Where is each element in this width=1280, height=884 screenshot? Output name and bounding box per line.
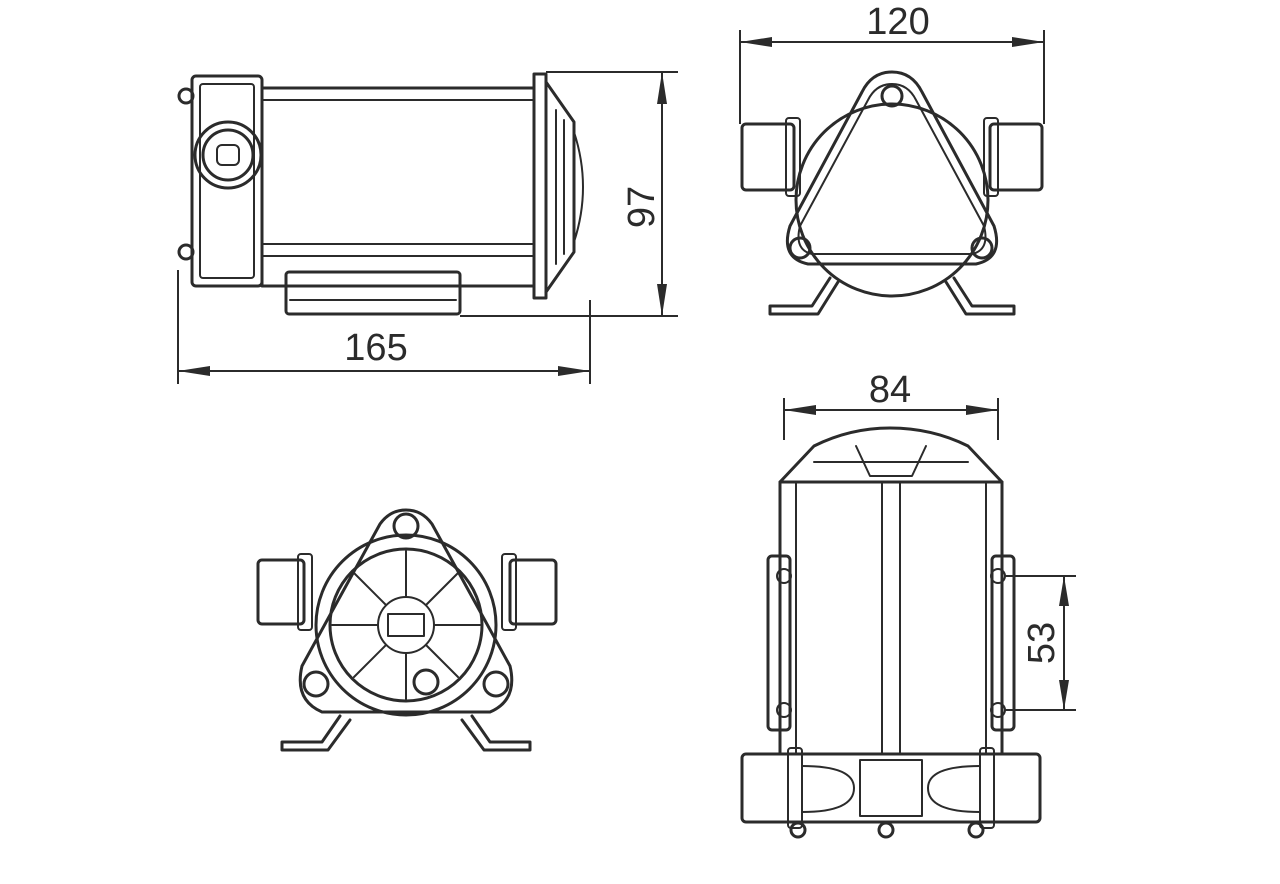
- dimension-height: 97: [460, 71, 678, 317]
- fan-guard-ring: [328, 547, 484, 703]
- end-view: [256, 508, 558, 752]
- dimension-front-width: 120: [739, 1, 1045, 124]
- inlet-port: [740, 122, 796, 192]
- mounting-flange-left: [766, 554, 792, 732]
- brand-label-plate: [387, 613, 425, 637]
- end-view-screw: [482, 670, 510, 698]
- bolt-head: [177, 87, 195, 105]
- triangular-cover-plate: [785, 70, 999, 266]
- end-view-cover-plate: [298, 508, 514, 714]
- dimension-top-width: 84: [783, 369, 999, 440]
- front-width-dimension-label: 120: [866, 1, 929, 43]
- mounting-foot-right: [944, 276, 1016, 316]
- cover-screw: [880, 84, 904, 108]
- top-width-dimension-label: 84: [869, 369, 911, 411]
- mounting-flange-right: [990, 554, 1016, 732]
- top-view-pump-head: [740, 752, 1042, 824]
- mount-spacing-dimension-label: 53: [1021, 622, 1063, 664]
- pump-housing-circle: [794, 102, 990, 298]
- end-view-outlet-port: [508, 558, 558, 626]
- end-view-screw: [302, 670, 330, 698]
- top-view-bolt: [877, 821, 895, 839]
- drain-plug: [412, 668, 440, 696]
- end-cap-flange: [532, 72, 548, 300]
- cover-screw: [788, 236, 812, 260]
- top-view-end-cap: [778, 426, 1004, 484]
- top-view: [740, 426, 1042, 839]
- side-view: [177, 72, 584, 316]
- end-cap: [544, 80, 576, 294]
- fan-spokes: [331, 550, 481, 700]
- dimension-length: 165: [177, 270, 591, 384]
- top-view-bolt: [789, 821, 807, 839]
- end-view-foot-right: [460, 714, 532, 752]
- top-view-motor-body: [778, 480, 1004, 756]
- bolt-head: [177, 243, 195, 261]
- length-dimension-label: 165: [344, 327, 407, 369]
- front-view: [740, 70, 1044, 316]
- top-view-bolt: [967, 821, 985, 839]
- end-view-foot-left: [280, 714, 352, 752]
- outlet-port: [988, 122, 1044, 192]
- end-view-housing: [314, 533, 498, 717]
- port-inner-ring: [201, 128, 255, 182]
- port-outer-ring: [193, 120, 263, 190]
- dimension-mount-spacing: 53: [1004, 575, 1076, 711]
- end-view-screw: [392, 512, 420, 540]
- cover-screw: [970, 236, 994, 260]
- mounting-foot-left: [768, 276, 840, 316]
- height-dimension-label: 97: [621, 186, 663, 228]
- end-view-inlet-port: [256, 558, 306, 626]
- mounting-base-plate: [284, 270, 462, 316]
